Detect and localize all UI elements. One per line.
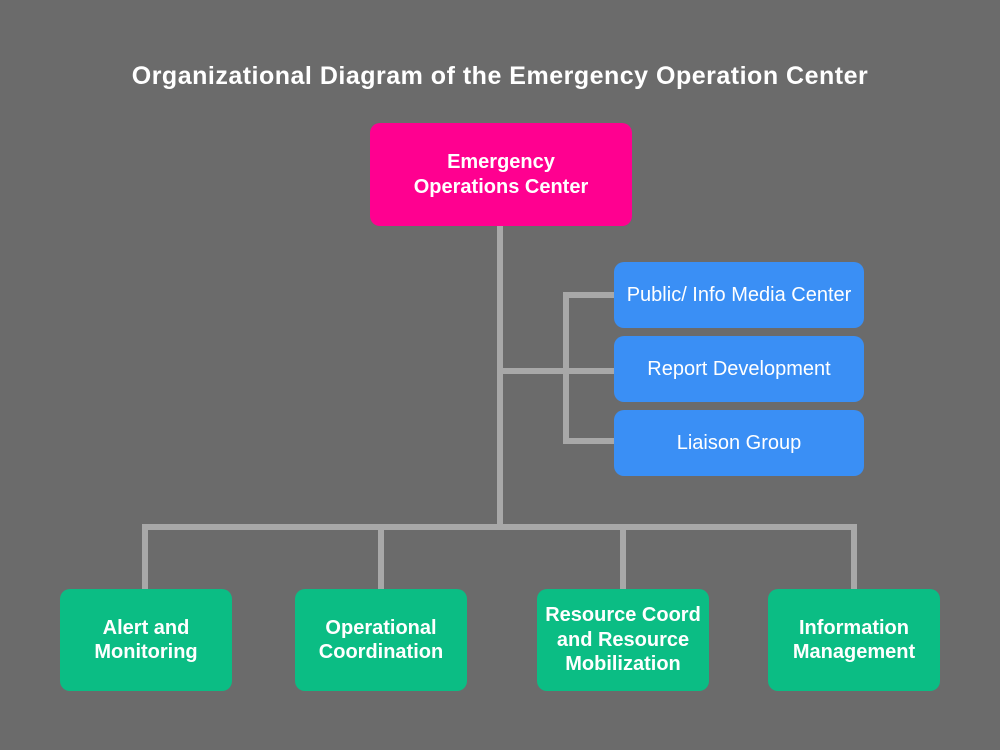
- division-node-alert-and-monitoring: Alert and Monitoring: [60, 589, 232, 691]
- division-node-information-management: Information Management: [768, 589, 940, 691]
- division-node-resource-coord: Resource Coord and Resource Mobilization: [537, 589, 709, 691]
- support-node-liaison-group: Liaison Group: [614, 410, 864, 476]
- root-node-emergency-operations-center: Emergency Operations Center: [370, 123, 632, 226]
- support-node-report-development: Report Development: [614, 336, 864, 402]
- division-node-operational-coordination: Operational Coordination: [295, 589, 467, 691]
- diagram-title: Organizational Diagram of the Emergency …: [131, 62, 869, 90]
- support-node-public-info-media-center: Public/ Info Media Center: [614, 262, 864, 328]
